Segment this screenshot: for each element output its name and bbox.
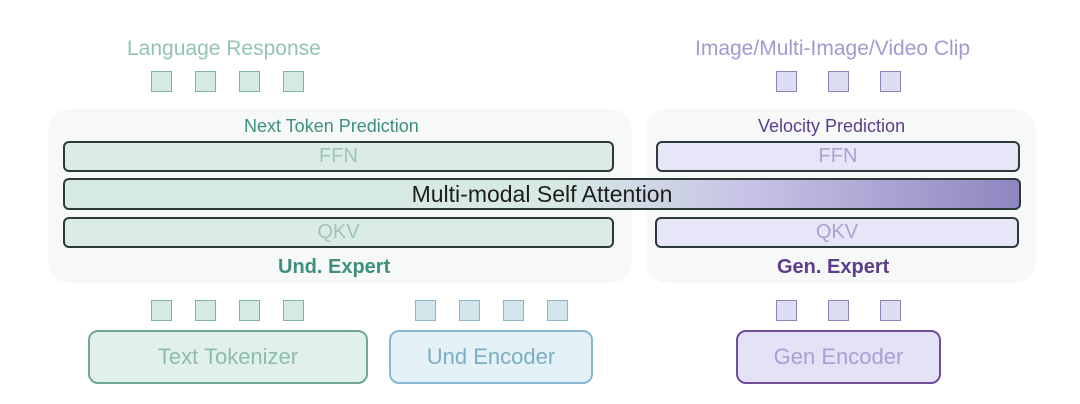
language-output-token — [151, 71, 172, 92]
gen-qkv-block: QKV — [655, 217, 1019, 248]
gen-input-token — [776, 300, 797, 321]
text-input-token — [283, 300, 304, 321]
language-output-token — [195, 71, 216, 92]
gen-ffn-block: FFN — [656, 141, 1020, 172]
und-qkv-block: QKV — [63, 217, 614, 248]
und-input-token — [459, 300, 480, 321]
language-output-token — [283, 71, 304, 92]
gen-input-token — [828, 300, 849, 321]
text-input-token — [239, 300, 260, 321]
visual-output-token — [776, 71, 797, 92]
visual-output-token — [828, 71, 849, 92]
text-tokenizer-box: Text Tokenizer — [88, 330, 368, 384]
gen-encoder-box: Gen Encoder — [736, 330, 941, 384]
gen-expert-label: Gen. Expert — [777, 256, 890, 278]
und-ffn-block: FFN — [63, 141, 614, 172]
image-video-output-title: Image/Multi-Image/Video Clip — [695, 37, 971, 60]
gen-input-token — [880, 300, 901, 321]
language-response-title: Language Response — [127, 37, 321, 60]
next-token-prediction-label: Next Token Prediction — [244, 116, 419, 136]
und-expert-label: Und. Expert — [278, 256, 391, 278]
und-input-token — [415, 300, 436, 321]
und-encoder-box: Und Encoder — [389, 330, 593, 384]
language-output-token — [239, 71, 260, 92]
velocity-prediction-label: Velocity Prediction — [758, 116, 906, 136]
visual-output-token — [880, 71, 901, 92]
und-input-token — [547, 300, 568, 321]
multimodal-self-attention-block: Multi-modal Self Attention — [63, 178, 1021, 210]
text-input-token — [195, 300, 216, 321]
text-input-token — [151, 300, 172, 321]
und-input-token — [503, 300, 524, 321]
